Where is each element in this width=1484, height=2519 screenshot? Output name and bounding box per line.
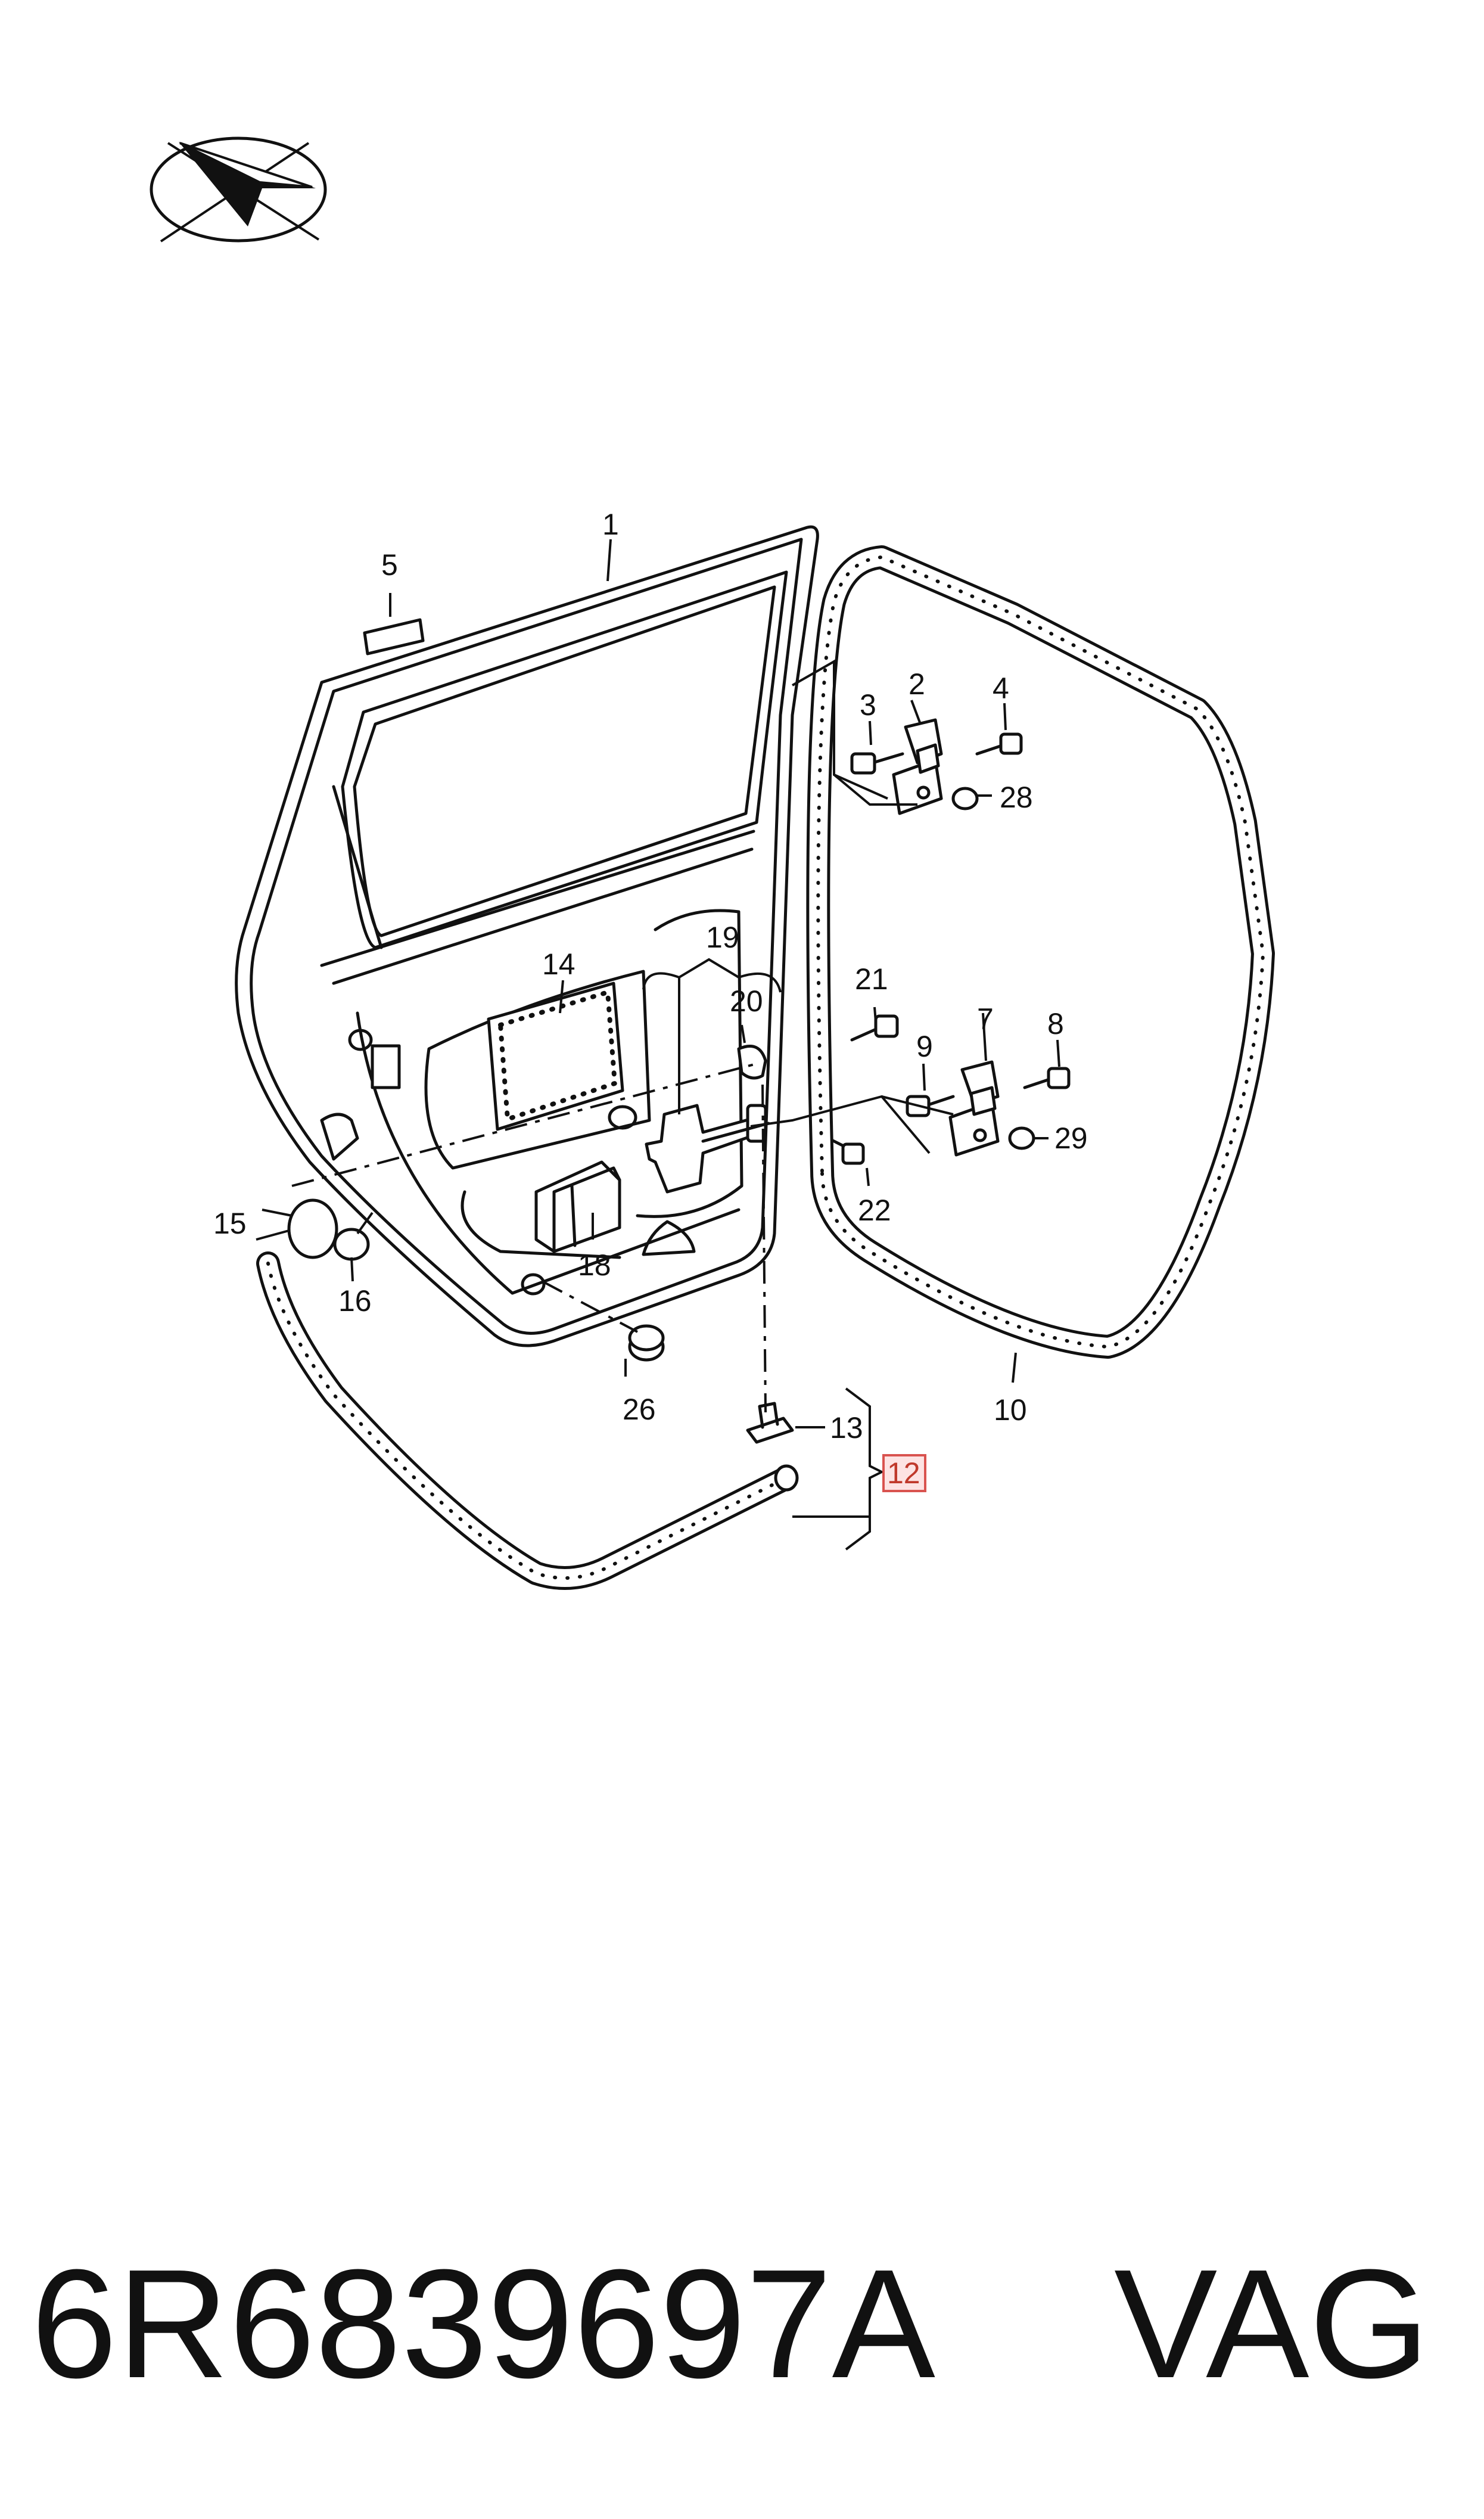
callout-4: 4: [993, 672, 1009, 705]
callout-3: 3: [860, 688, 876, 722]
callout-8: 8: [1047, 1007, 1064, 1040]
callout-5: 5: [381, 548, 398, 582]
part-28-cap: [951, 787, 979, 810]
callout-22: 22: [858, 1194, 891, 1227]
callout-21: 21: [855, 962, 888, 996]
callout-7: 7: [977, 1002, 994, 1036]
callout-18: 18: [578, 1248, 611, 1282]
part-29-cap: [1008, 1126, 1035, 1150]
part-number: 6R6839697A: [31, 2238, 935, 2411]
paper-plane-logo-icon: [150, 136, 327, 243]
part-12-lower-seal: [256, 1251, 799, 1590]
callout-13: 13: [830, 1411, 863, 1445]
callout-20: 20: [730, 984, 763, 1018]
leader-lines: [256, 539, 1060, 1551]
part-15-plug: [287, 1198, 338, 1259]
part-5-label-plate: [363, 618, 425, 656]
part-8-bolt: [1023, 1067, 1071, 1089]
part-2-upper-hinge: [892, 718, 943, 815]
part-21-screw: [850, 1014, 899, 1042]
callout-14: 14: [542, 948, 575, 981]
part-3-bolt: [850, 752, 904, 775]
brand-name: VAG: [1114, 2238, 1430, 2411]
callout-10: 10: [994, 1393, 1027, 1427]
part-16-plug: [333, 1228, 370, 1261]
part-14-damping-pad: [487, 981, 624, 1131]
part-20-gasket: [737, 1045, 767, 1080]
callout-15: 15: [213, 1207, 247, 1240]
part-7-lower-hinge: [948, 1060, 1000, 1157]
callout-19: 19: [706, 921, 739, 954]
callout-26: 26: [623, 1393, 656, 1426]
callout-29: 29: [1054, 1122, 1088, 1155]
callout-2: 2: [909, 667, 925, 701]
callout-12: 12: [887, 1456, 920, 1490]
highlight-box-12: [882, 1454, 926, 1492]
part-4-bolt: [975, 732, 1023, 756]
part-10-door-seal: [806, 545, 1275, 1359]
part-19-door-check: [645, 1104, 770, 1194]
callouts: 1 2 3 4 5 7 8 9 10 12 13 14 15 16 18 19 …: [213, 508, 1088, 1490]
callout-9: 9: [916, 1030, 933, 1063]
callout-28: 28: [1000, 781, 1033, 814]
callout-1: 1: [602, 508, 619, 541]
part-26-buffer: [628, 1324, 665, 1362]
part-18-block: [534, 1160, 621, 1253]
door-shell: [235, 525, 819, 1347]
callout-16: 16: [338, 1284, 372, 1318]
part-13-clip: [746, 1402, 794, 1444]
